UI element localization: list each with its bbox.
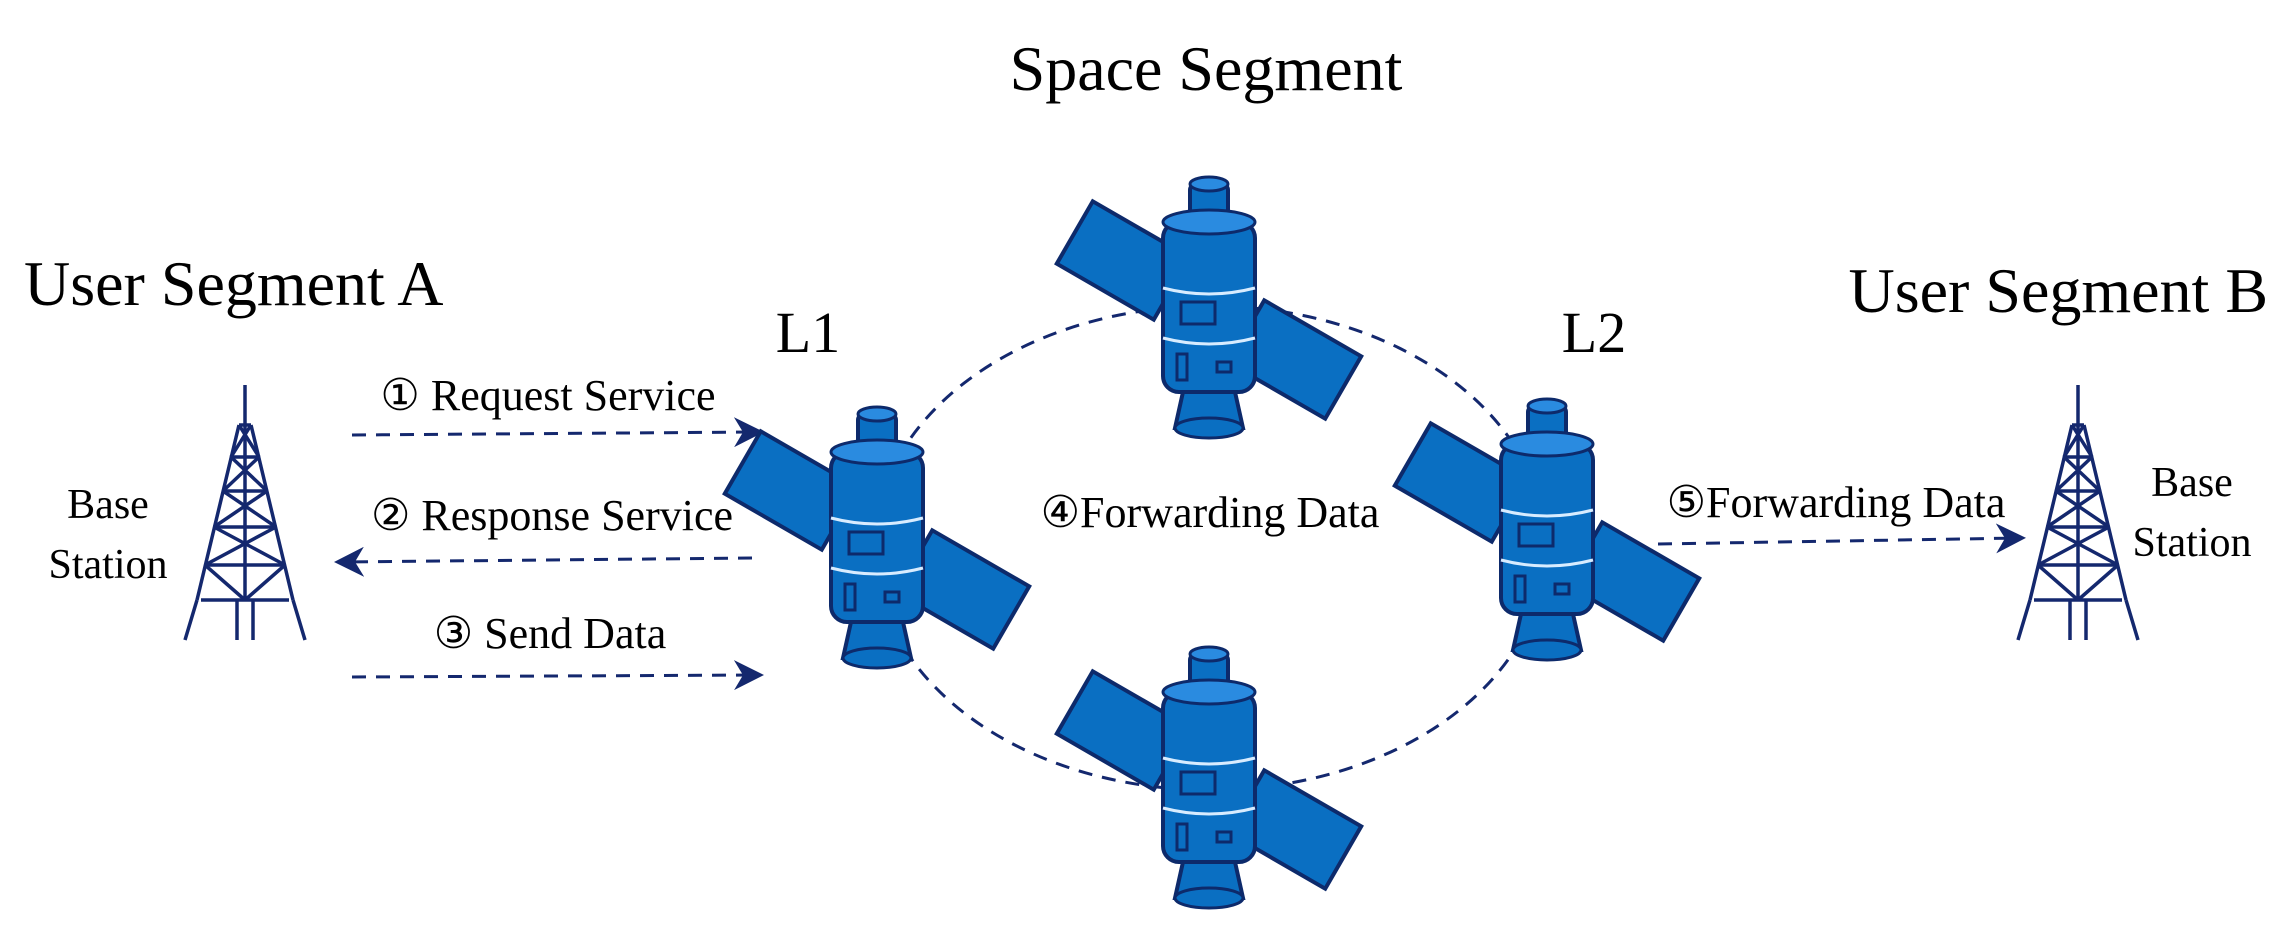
space-segment-title: Space Segment bbox=[1010, 33, 1403, 104]
step-4-label: ④Forwarding Data bbox=[1041, 488, 1380, 537]
satellite-l1-icon bbox=[722, 405, 1032, 670]
forwarding-data-b-arrow bbox=[1657, 523, 2026, 554]
base-station-a-label-line1: Base bbox=[67, 482, 149, 528]
satellite-l2-label: L2 bbox=[1562, 300, 1626, 365]
step-2-label: ② Response Service bbox=[371, 491, 733, 540]
step-1-label: ① Request Service bbox=[380, 371, 715, 420]
send-data-arrow bbox=[351, 660, 764, 691]
step-5-label: ⑤Forwarding Data bbox=[1667, 478, 2006, 527]
satellite-l2-icon bbox=[1392, 397, 1702, 662]
user-segment-b-title: User Segment B bbox=[1849, 255, 2269, 326]
response-service-arrow bbox=[334, 546, 753, 577]
satellite-l1-label: L1 bbox=[776, 300, 840, 365]
base-station-b-label-line2: Station bbox=[2132, 520, 2251, 566]
user-segment-a-title: User Segment A bbox=[24, 248, 444, 319]
step-3-label: ③ Send Data bbox=[434, 609, 667, 658]
base-station-b-tower-icon bbox=[2016, 383, 2140, 642]
base-station-a-tower-icon bbox=[183, 383, 307, 642]
satellite-top-icon bbox=[1054, 175, 1364, 440]
request-service-arrow bbox=[351, 417, 764, 448]
base-station-b-label-line1: Base bbox=[2151, 460, 2233, 506]
base-station-a-label-line2: Station bbox=[48, 542, 167, 588]
